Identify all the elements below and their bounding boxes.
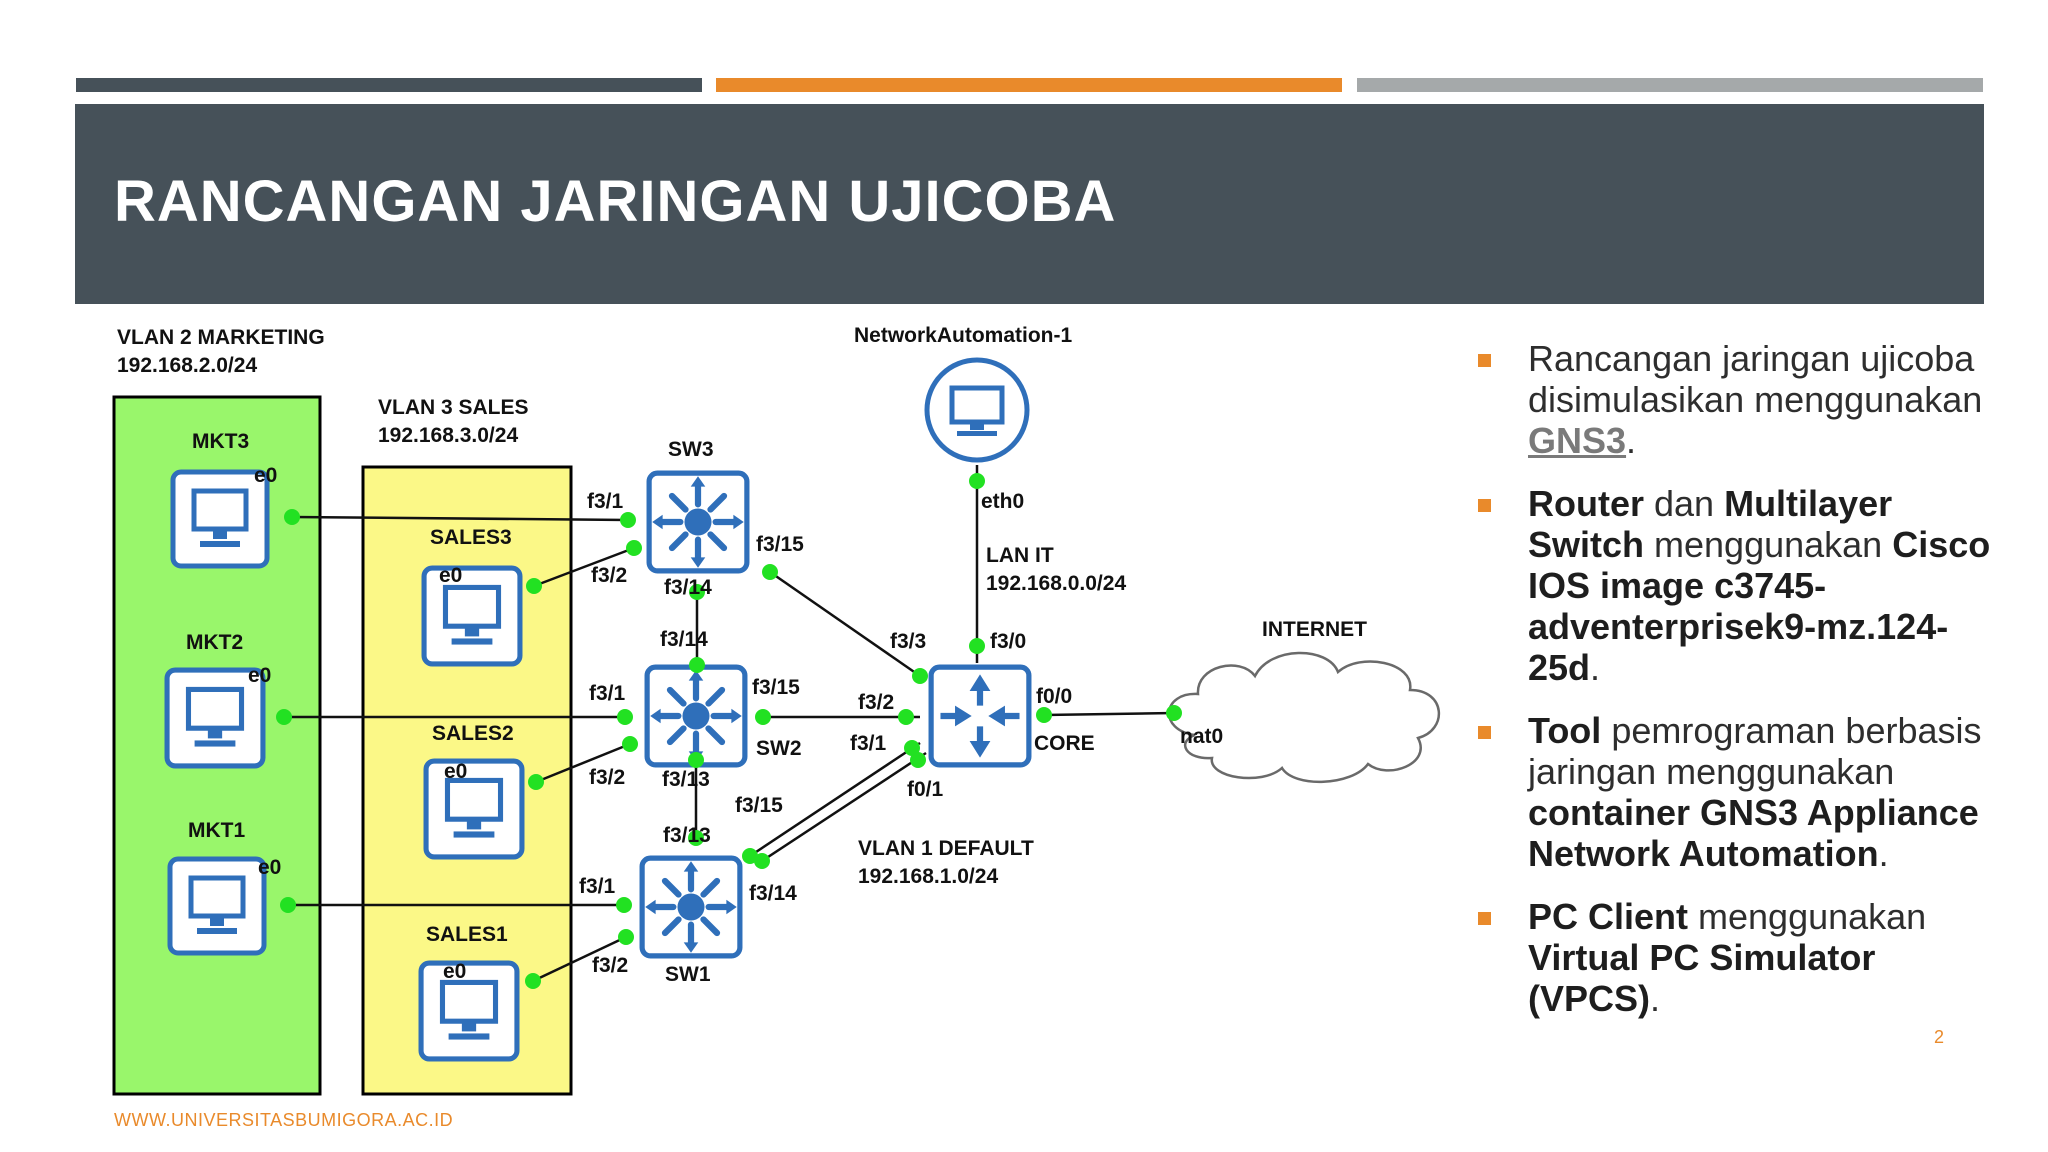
link-core-internet [1043,711,1175,717]
port-label: e0 [248,664,271,687]
vlan2-name-label: VLAN 2 MARKETING [117,326,325,349]
slide-title: RANCANGAN JARINGAN UJICOBA [114,169,1117,234]
bullet-item: Router dan Multilayer Switch menggunakan… [1478,483,1998,688]
link-sw1-core-b [761,751,927,863]
vlan3-name-label: VLAN 3 SALES [378,396,529,419]
sw2-switch-icon[interactable] [647,667,745,765]
gns3-link[interactable]: GNS3 [1528,420,1627,461]
vlan1-subnet-label: 192.168.1.0/24 [858,865,998,888]
internet-label: INTERNET [1262,618,1367,641]
port-label: f3/14 [660,628,708,651]
port-label: f3/0 [990,630,1026,653]
link-dots [276,473,1182,989]
bullet-square-icon [1478,912,1491,925]
port-label: e0 [258,856,281,879]
port-label: f3/14 [664,576,712,599]
port-label: f0/0 [1036,685,1072,708]
top-accent-bar-orange [716,78,1342,92]
port-label: f3/1 [587,490,624,513]
bullet-item: PC Client menggunakan Virtual PC Simulat… [1478,896,1998,1019]
networkautomation-label: NetworkAutomation-1 [854,324,1072,347]
port-label: f3/3 [890,630,926,653]
port-label: f3/15 [756,533,804,556]
sales1-label: SALES1 [426,923,508,946]
link-sw3-core [769,570,921,678]
vlan2-subnet-label: 192.168.2.0/24 [117,354,257,377]
internet-cloud-icon [1167,651,1441,784]
port-label: f3/15 [752,676,800,699]
sw2-label: SW2 [756,737,802,760]
bullet-list: Rancangan jaringan ujicoba disimulasikan… [1478,338,1998,1041]
page-number: 2 [1934,1027,1945,1047]
port-label: e0 [444,760,467,783]
core-router-icon[interactable] [931,667,1029,765]
port-label: f3/15 [735,794,783,817]
port-label: nat0 [1180,725,1223,748]
port-label: f3/14 [749,882,797,905]
port-label: f3/2 [591,564,627,587]
port-label: f3/1 [589,682,626,705]
lanit-name-label: LAN IT [986,544,1054,567]
mkt3-label: MKT3 [192,430,249,453]
sales3-label: SALES3 [430,526,512,549]
sales1-pc-icon[interactable] [421,963,517,1059]
sales2-pc-icon[interactable] [426,761,522,857]
port-label: f3/2 [592,954,628,977]
sw1-switch-icon[interactable] [642,858,740,956]
port-label: f3/2 [589,766,625,789]
mkt1-pc-icon[interactable] [170,859,264,953]
top-accent-bar-gray [1357,78,1983,92]
port-label: f3/13 [662,768,710,791]
port-label: f0/1 [907,778,944,801]
lanit-subnet-label: 192.168.0.0/24 [986,572,1126,595]
top-accent-bar-dark [76,78,702,92]
sw1-label: SW1 [665,963,711,986]
sw3-label: SW3 [668,438,714,461]
vlan3-subnet-label: 192.168.3.0/24 [378,424,518,447]
link-sales1-sw1 [532,935,627,983]
bullet-item: Rancangan jaringan ujicoba disimulasikan… [1478,338,1998,461]
port-label: f3/13 [663,824,711,847]
port-label: eth0 [981,490,1024,513]
mkt3-pc-icon[interactable] [173,472,267,566]
footer-url[interactable]: WWW.UNIVERSITASBUMIGORA.AC.ID [114,1110,454,1130]
port-label: f3/1 [579,875,616,898]
sales2-label: SALES2 [432,722,514,745]
port-label: e0 [254,464,277,487]
port-label: e0 [443,960,466,983]
vlan1-name-label: VLAN 1 DEFAULT [858,837,1034,860]
bullet-item: Tool pemrograman berbasis jaringan mengg… [1478,710,1998,874]
port-label: f3/1 [850,732,887,755]
title-band [75,104,1984,304]
link-sales2-sw2 [535,742,631,784]
sw3-switch-icon[interactable] [649,473,747,571]
port-label: f3/2 [858,691,894,714]
link-sw1-core-a [749,741,921,858]
link-sales3-sw3 [533,546,635,588]
mkt1-label: MKT1 [188,819,245,842]
port-label: e0 [439,564,462,587]
link-mkt3-sw3 [291,515,629,522]
networkautomation-icon[interactable] [924,357,1030,463]
mkt2-label: MKT2 [186,631,243,654]
core-label: CORE [1034,732,1095,755]
bullet-square-icon [1478,726,1491,739]
bullet-square-icon [1478,499,1491,512]
bullet-square-icon [1478,354,1491,367]
